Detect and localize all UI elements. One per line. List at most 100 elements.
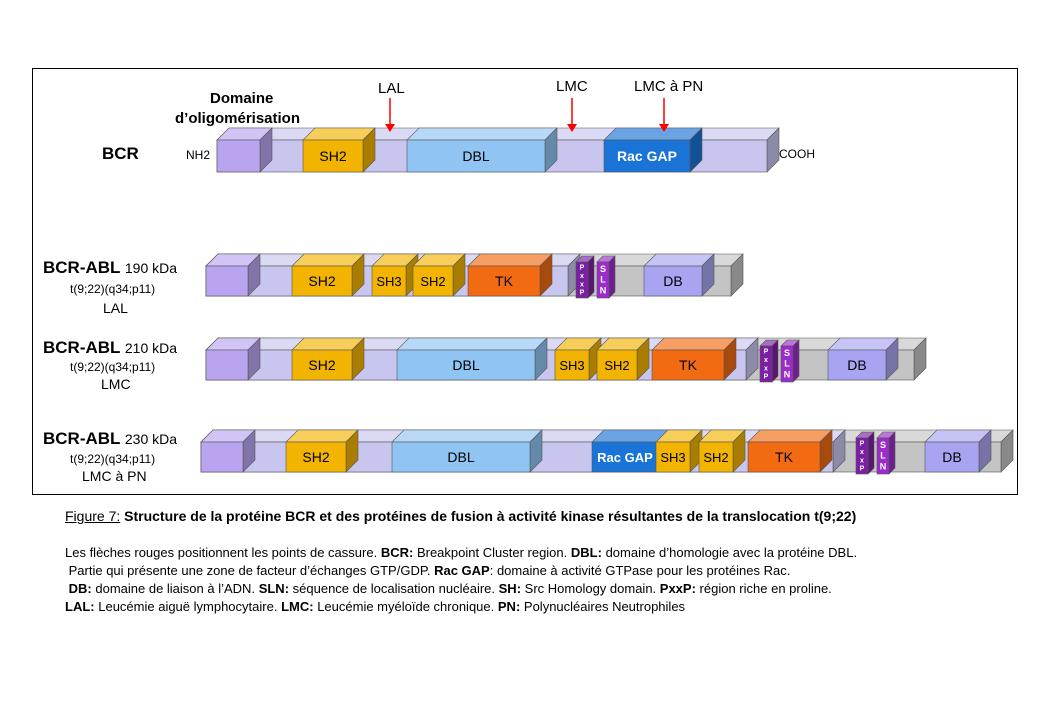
fusion210-kda: 210 kDa	[124, 340, 178, 356]
f230-sh2-domain-label: SH2	[302, 449, 329, 465]
f210-db-domain-label: DB	[847, 357, 866, 373]
legend-text: Les flèches rouges positionnent les poin…	[65, 545, 378, 560]
f230-sh2b-domain	[698, 429, 746, 473]
f230-sh3-domain	[655, 429, 703, 473]
legend-key: PN:	[497, 599, 521, 614]
legend-key: DBL:	[570, 545, 602, 560]
f230-sln-motif-letter: N	[880, 462, 887, 472]
legend-text: séquence de localisation nucléaire.	[292, 581, 496, 596]
fusion210-title: BCR-ABL 210 kDa	[43, 338, 177, 358]
bcr-nterm-label: NH2	[186, 148, 211, 162]
f190-sln-motif-letter: L	[600, 275, 606, 285]
f210-pxxp-motif-letter: P	[764, 349, 769, 356]
bcr-dbl-domain-label: DBL	[462, 148, 489, 164]
f190-sln-motif	[596, 255, 616, 299]
breakpoint-arrowhead	[385, 124, 395, 132]
legend-line-2: Partie qui présente une zone de facteur …	[65, 562, 857, 580]
f210-sh3-domain-label: SH3	[559, 358, 584, 373]
breakpoint-label-lmc-pn: LMC à PN	[634, 78, 704, 95]
fusion230-disease: LMC à PN	[82, 468, 147, 484]
fusion190-kda: 190 kDa	[124, 260, 178, 276]
f210-sln-motif-letter: N	[784, 370, 791, 380]
fusion210-disease: LMC	[101, 376, 131, 392]
f230-tk-domain	[747, 429, 833, 473]
f230-sln-motif-letter: L	[880, 451, 886, 461]
f210-tk-domain	[651, 337, 737, 381]
bcr-sh2-domain-label: SH2	[319, 148, 346, 164]
breakpoint-label-lmc: LMC	[556, 78, 588, 95]
legend-text: Polynucléaires Neutrophiles	[523, 599, 686, 614]
f190-pxxp-motif-letter: P	[580, 290, 585, 297]
fusion230-kda: 230 kDa	[124, 431, 178, 447]
legend-text: Leucémie aiguë lymphocytaire.	[98, 599, 278, 614]
f230-pxxp-motif-letter: P	[860, 466, 865, 473]
figure-title: Structure de la protéine BCR et des prot…	[124, 508, 857, 524]
fusion190-title: BCR-ABL 190 kDa	[43, 258, 177, 278]
figure-number: Figure 7:	[65, 508, 121, 524]
f210-sln-motif-letter: S	[784, 348, 790, 358]
fusion190-translocation: t(9;22)(q34;p11)	[70, 282, 156, 296]
bcr-sh2-domain	[302, 127, 376, 173]
f190-db-domain	[643, 253, 715, 297]
f190-sh2b-domain-label: SH2	[420, 274, 445, 289]
f210-pxxp-motif	[759, 339, 779, 383]
f230-pxxp-motif	[855, 431, 875, 475]
f210-sh2b-domain	[596, 337, 650, 381]
figure-frame	[32, 68, 1018, 495]
f190-tk-domain	[467, 253, 553, 297]
breakpoint-label-lal: LAL	[378, 80, 405, 97]
legend-line-1: Les flèches rouges positionnent les poin…	[65, 544, 857, 562]
f190-tk-domain-label: TK	[495, 273, 514, 289]
bcr-racgap-domain-label: Rac GAP	[617, 148, 677, 164]
f230-racgap-domain-label: Rac GAP	[597, 450, 653, 465]
f230-dbl-domain	[391, 429, 543, 473]
legend-text: Src Homology domain.	[524, 581, 657, 596]
figure-legend: Les flèches rouges positionnent les poin…	[65, 544, 857, 616]
f190-db-domain-label: DB	[663, 273, 682, 289]
fusion230-title: BCR-ABL 230 kDa	[43, 429, 177, 449]
f190-sh2-domain	[291, 253, 365, 297]
fusion230-name: BCR-ABL	[43, 429, 121, 448]
legend-key: LAL:	[65, 599, 95, 614]
f190-sh2-domain-label: SH2	[308, 273, 335, 289]
legend-key: PxxP:	[659, 581, 696, 596]
f210-sln-motif	[780, 339, 800, 383]
legend-line-4: LAL: Leucémie aiguë lymphocytaire. LMC: …	[65, 598, 857, 616]
f230-sh2b-domain-label: SH2	[703, 450, 728, 465]
bcr-oligo-domain	[216, 127, 273, 173]
f230-db-domain-label: DB	[942, 449, 961, 465]
f190-oligo-domain	[205, 253, 261, 297]
f210-tk-domain-label: TK	[679, 357, 698, 373]
legend-key: BCR:	[380, 545, 414, 560]
f210-sln-motif-letter: L	[784, 359, 790, 369]
legend-text: domaine de liaison à l’ADN.	[95, 581, 256, 596]
bcr-cterm-label: COOH	[779, 147, 815, 161]
f230-sln-motif	[876, 431, 896, 475]
f190-pxxp-motif	[575, 255, 595, 299]
oligo-label-line2: d’oligomérisation	[175, 110, 301, 127]
fusion210-translocation: t(9;22)(q34;p11)	[70, 360, 156, 374]
f210-dbl-domain-label: DBL	[452, 357, 479, 373]
legend-key: Rac GAP	[434, 563, 490, 578]
f230-pxxp-motif-letter: x	[860, 449, 864, 456]
legend-key: SH:	[498, 581, 522, 596]
legend-text: : domaine à activité GTPase pour les pro…	[489, 563, 791, 578]
f190-pxxp-motif-letter: x	[580, 281, 584, 288]
f210-sh3-domain	[554, 337, 602, 381]
f230-sln-motif-letter: S	[880, 440, 886, 450]
breakpoint-arrowhead	[659, 124, 669, 132]
bcr-dbl-domain	[406, 127, 558, 173]
f230-tk-domain-label: TK	[775, 449, 794, 465]
f210-pxxp-motif-letter: x	[764, 357, 768, 364]
f190-pxxp-motif-letter: P	[580, 265, 585, 272]
f230-pxxp-motif-letter: P	[860, 441, 865, 448]
legend-line-3: DB: domaine de liaison à l’ADN. SLN: séq…	[65, 580, 857, 598]
oligo-label-line1: Domaine	[210, 90, 274, 107]
f210-sh2-domain-label: SH2	[308, 357, 335, 373]
legend-key: DB:	[68, 581, 92, 596]
f190-sln-motif-letter: N	[600, 286, 607, 296]
legend-text: domaine d’homologie avec la protéine DBL…	[605, 545, 858, 560]
figure-caption: Figure 7: Structure de la protéine BCR e…	[65, 508, 856, 524]
legend-text: Leucémie myéloïde chronique.	[317, 599, 495, 614]
